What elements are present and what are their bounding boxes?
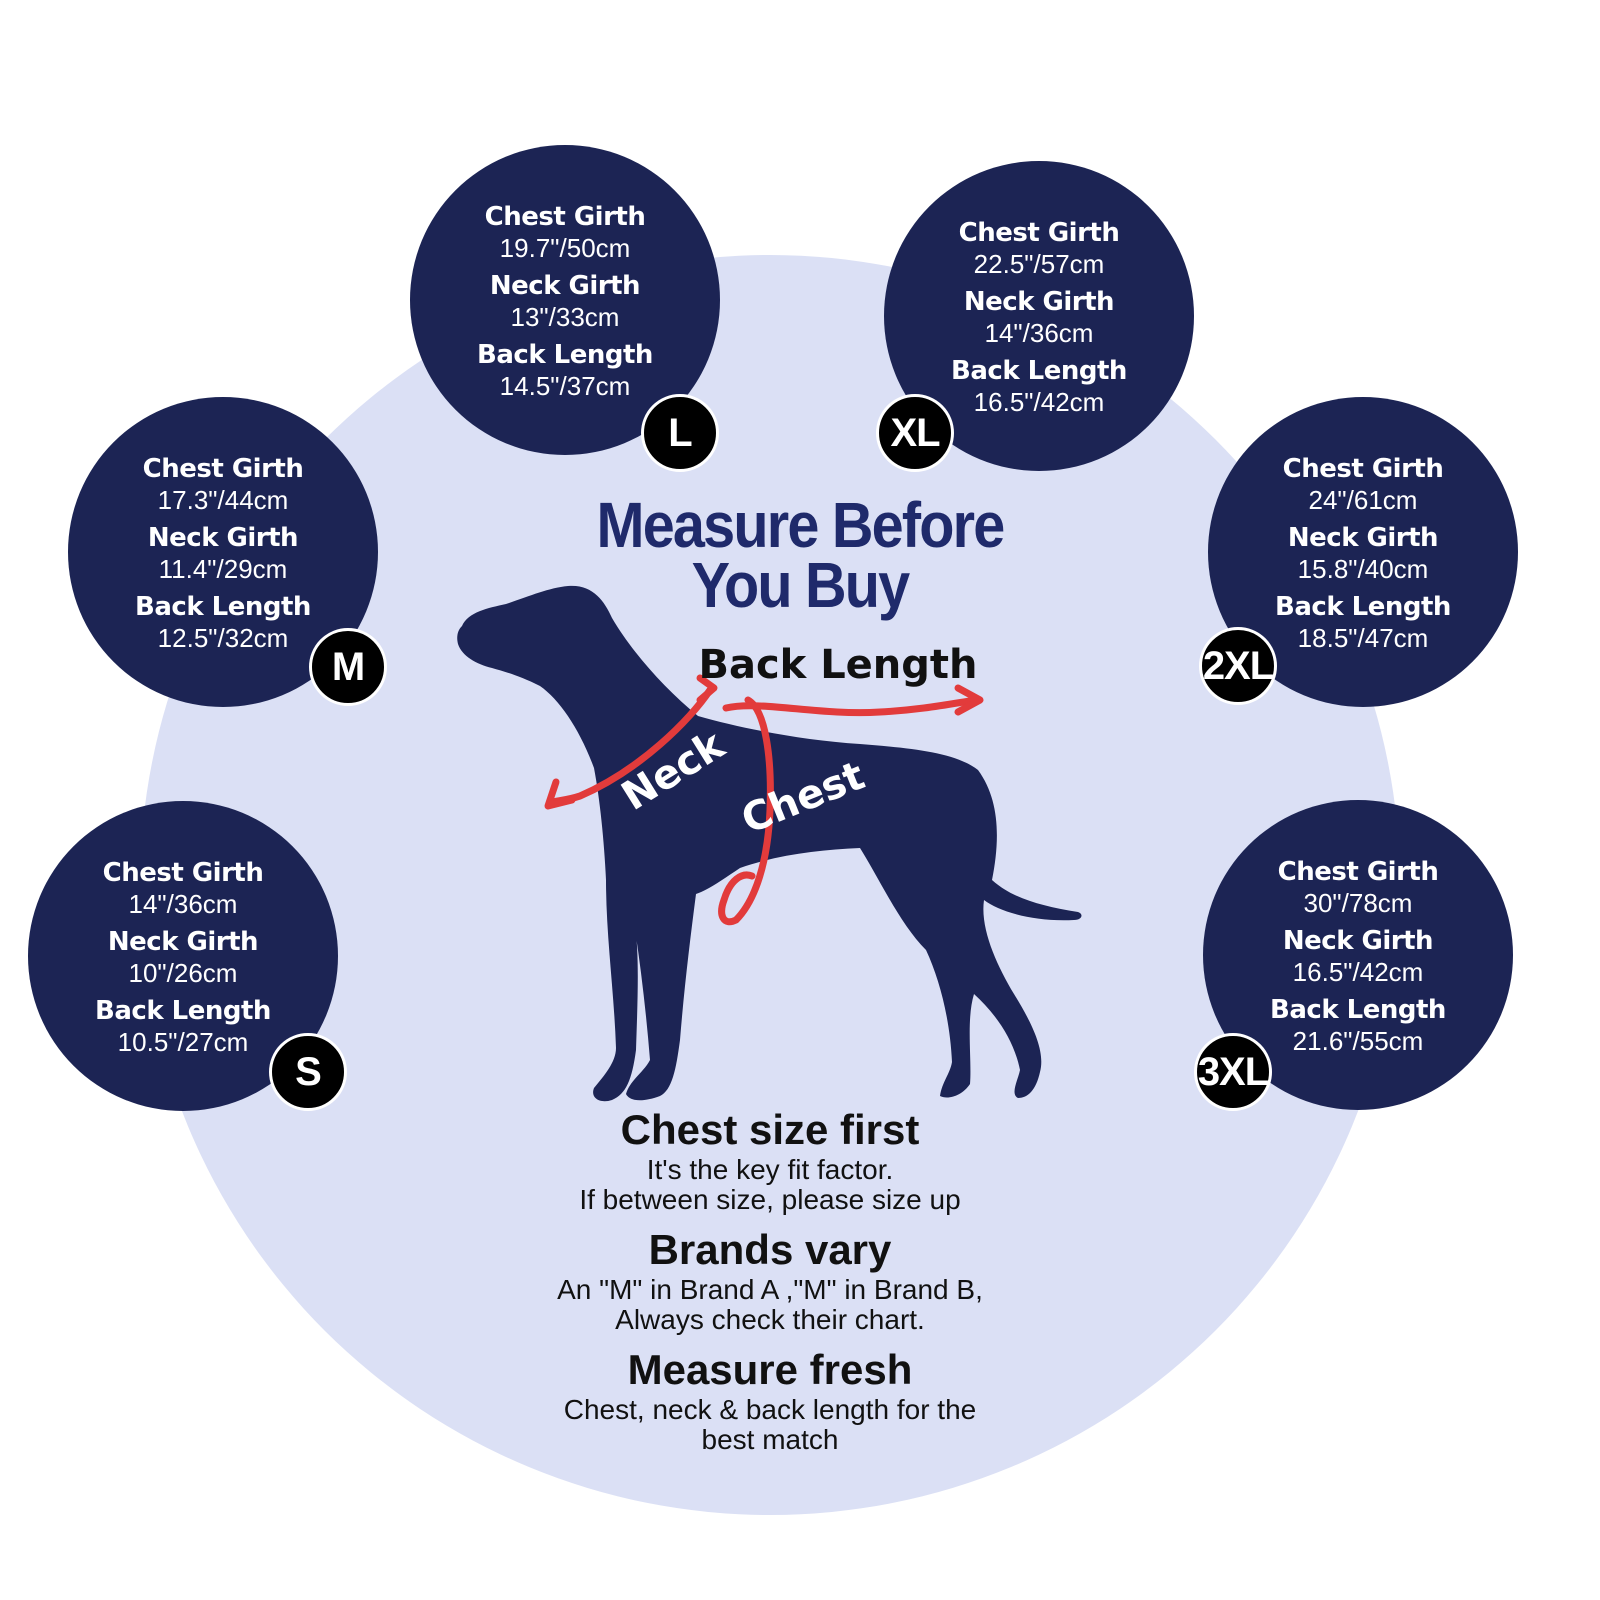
size-badge-3xl: 3XL [1194, 1033, 1272, 1111]
neck-girth-label: Neck Girth [963, 286, 1115, 317]
chest-girth-label: Chest Girth [484, 201, 646, 232]
chest-girth-label: Chest Girth [142, 453, 304, 484]
back-length-label: Back Length [951, 355, 1127, 386]
tip-heading: Measure fresh [627, 1346, 913, 1393]
tip-body: Chest, neck & back length for the best m… [563, 1394, 977, 1455]
back-length-value: 16.5"/42cm [973, 386, 1105, 417]
tip-body: It's the key fit factor. If between size… [579, 1154, 961, 1215]
neck-girth-label: Neck Girth [1287, 522, 1439, 553]
neck-girth-value: 10"/26cm [128, 957, 238, 988]
size-badge-l: L [641, 394, 719, 472]
tip-body: An "M" in Brand A ,"M" in Brand B, Alway… [557, 1274, 983, 1335]
chest-measure-arrow [718, 696, 774, 926]
back-length-value: 21.6"/55cm [1292, 1025, 1424, 1056]
chest-girth-label: Chest Girth [1277, 856, 1439, 887]
chest-girth-value: 19.7"/50cm [499, 232, 631, 263]
neck-arrow-tip [544, 778, 576, 810]
back-length-label: Back Length [135, 591, 311, 622]
neck-girth-value: 16.5"/42cm [1292, 956, 1424, 987]
title-line-2: You Buy [691, 549, 911, 621]
back-length-arrow-head [954, 684, 984, 716]
chest-girth-value: 17.3"/44cm [157, 484, 289, 515]
tips-section: Chest size first It's the key fit factor… [470, 1105, 1070, 1465]
chest-girth-value: 14"/36cm [128, 888, 238, 919]
back-length-value: 12.5"/32cm [157, 622, 289, 653]
back-length-label: Back Length [1270, 994, 1446, 1025]
neck-girth-label: Neck Girth [107, 926, 259, 957]
back-length-arrow [722, 696, 980, 717]
back-length-value: 14.5"/37cm [499, 370, 631, 401]
size-badge-m: M [309, 628, 387, 706]
chest-girth-label: Chest Girth [102, 857, 264, 888]
tip-heading: Brands vary [648, 1226, 892, 1273]
chest-girth-value: 24"/61cm [1308, 484, 1418, 515]
title-line-1: Measure Before [596, 489, 1006, 561]
size-badge-xl: XL [876, 394, 954, 472]
chest-girth-value: 30"/78cm [1303, 887, 1413, 918]
size-badge-2xl: 2XL [1199, 627, 1277, 705]
chest-girth-label: Chest Girth [958, 217, 1120, 248]
neck-arrow-top [696, 674, 718, 704]
tip-heading: Chest size first [620, 1106, 920, 1153]
neck-girth-value: 11.4"/29cm [158, 553, 288, 584]
back-length-value: 10.5"/27cm [117, 1026, 249, 1057]
back-length-label: Back Length [95, 995, 271, 1026]
page-title: Measure Before You Buy [584, 489, 1016, 621]
neck-girth-value: 14"/36cm [984, 317, 1094, 348]
back-length-diagram-label: Back Length [698, 642, 977, 688]
neck-girth-value: 15.8"/40cm [1297, 553, 1429, 584]
neck-girth-value: 13"/33cm [510, 301, 620, 332]
back-length-value: 18.5"/47cm [1297, 622, 1429, 653]
neck-girth-label: Neck Girth [147, 522, 299, 553]
neck-girth-label: Neck Girth [489, 270, 641, 301]
chest-girth-label: Chest Girth [1282, 453, 1444, 484]
back-length-label: Back Length [1275, 591, 1451, 622]
size-badge-s: S [269, 1033, 347, 1111]
neck-girth-label: Neck Girth [1282, 925, 1434, 956]
back-length-label: Back Length [477, 339, 653, 370]
chest-girth-value: 22.5"/57cm [973, 248, 1105, 279]
